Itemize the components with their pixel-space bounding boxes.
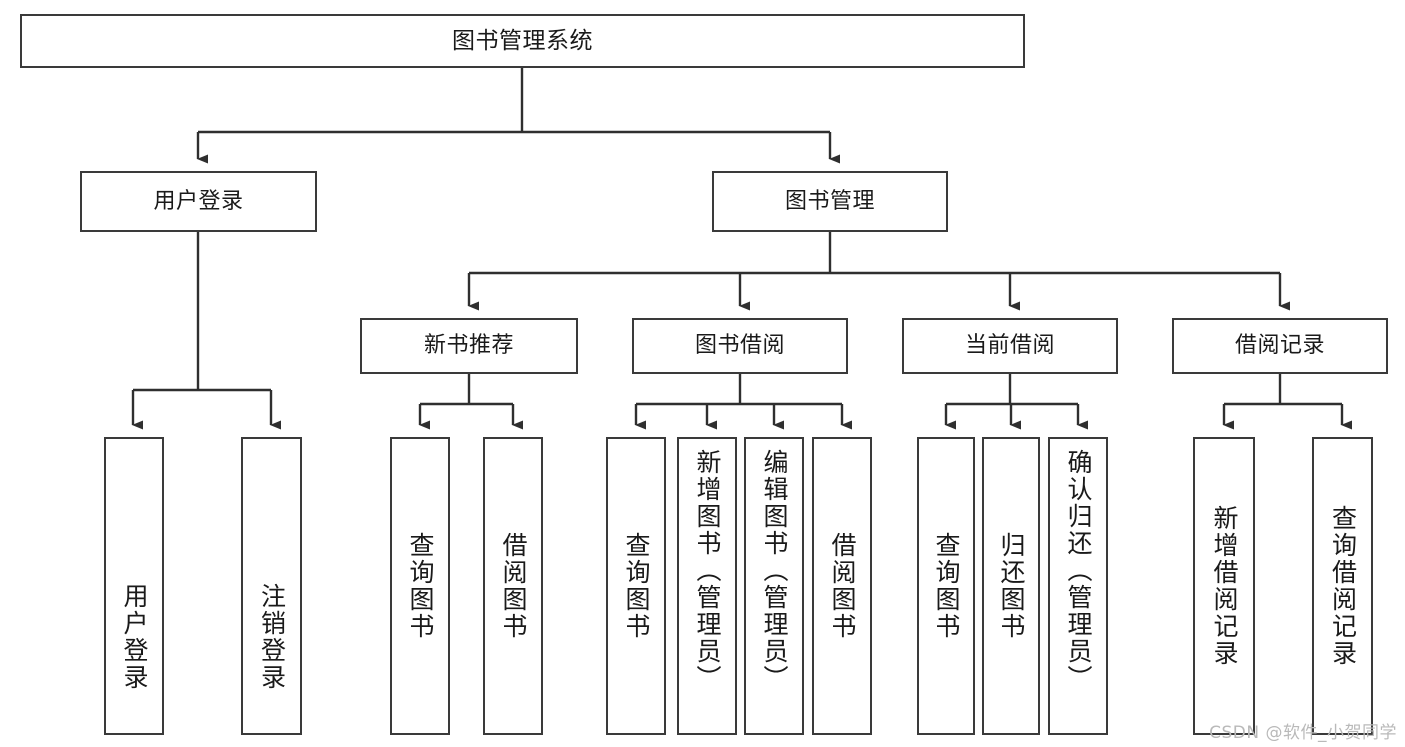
node-label: 借阅记录 [1234,333,1325,358]
leaf-query-borrow-record[interactable]: 查询借阅记录 [1312,437,1373,735]
leaf-add-borrow-record[interactable]: 新增借阅记录 [1193,437,1255,735]
node-label: 新书推荐 [423,333,514,358]
watermark: CSDN @软件_小贺同学 [1209,723,1397,743]
node-label: 借阅图书 [499,532,528,640]
leaf-borrow-book-recommend[interactable]: 借阅图书 [483,437,543,735]
node-label: 图书管理系统 [452,27,593,54]
leaf-return-book[interactable]: 归还图书 [982,437,1040,735]
node-label: 查询图书 [406,532,435,640]
node-label: 图书管理 [784,188,875,214]
node-label: 注销登录 [257,583,287,691]
node-new-book-recommend[interactable]: 新书推荐 [360,318,578,374]
leaf-confirm-return-admin[interactable]: 确认归还（管理员） [1048,437,1108,735]
node-label: 查询图书 [932,532,961,640]
node-book-borrow[interactable]: 图书借阅 [632,318,848,374]
node-label: 新增图书（管理员） [693,449,722,692]
node-borrow-record[interactable]: 借阅记录 [1172,318,1388,374]
leaf-query-book-borrow[interactable]: 查询图书 [606,437,666,735]
node-label: 归还图书 [997,532,1026,640]
node-label: 新增借阅记录 [1210,505,1239,667]
node-label: 编辑图书（管理员） [760,449,789,692]
node-label: 用户登录 [120,583,149,691]
leaf-query-book-current[interactable]: 查询图书 [917,437,975,735]
node-label: 图书借阅 [694,333,785,358]
node-label: 借阅图书 [828,532,857,640]
leaf-user-login[interactable]: 用户登录 [104,437,164,735]
node-label: 用户登录 [153,188,244,214]
leaf-query-book-recommend[interactable]: 查询图书 [390,437,450,735]
node-label: 当前借阅 [964,333,1055,358]
node-user-login[interactable]: 用户登录 [80,171,317,232]
node-label: 查询借阅记录 [1328,505,1358,667]
leaf-edit-book-admin[interactable]: 编辑图书（管理员） [744,437,804,735]
node-label: 查询图书 [622,532,651,640]
node-book-manage[interactable]: 图书管理 [712,171,948,232]
leaf-borrow-book[interactable]: 借阅图书 [812,437,872,735]
node-root-system[interactable]: 图书管理系统 [20,14,1025,68]
node-current-borrow[interactable]: 当前借阅 [902,318,1118,374]
node-label: 确认归还（管理员） [1064,449,1093,692]
leaf-add-book-admin[interactable]: 新增图书（管理员） [677,437,737,735]
leaf-user-logout[interactable]: 注销登录 [241,437,302,735]
